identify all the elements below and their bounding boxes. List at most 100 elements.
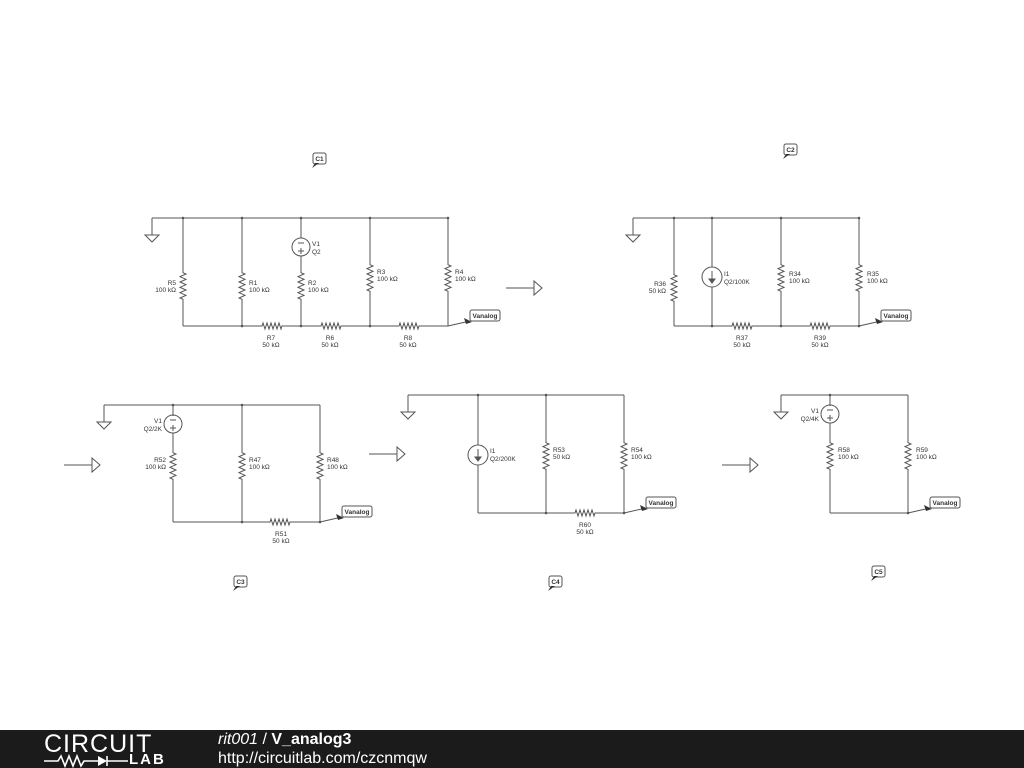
project-url[interactable]: http://circuitlab.com/czcnmqw (218, 750, 427, 767)
junction-dot (240, 520, 244, 524)
resistor-r39[interactable] (808, 321, 832, 331)
label-r52-name: R52 (154, 457, 166, 464)
label-r5-value: 100 kΩ (155, 287, 176, 294)
resistor-r2[interactable] (296, 270, 306, 302)
annotation-tag-c1[interactable]: C1 (312, 152, 327, 168)
annotation-label: C5 (874, 569, 883, 576)
label-v1-name: V1 (154, 418, 162, 425)
label-r2-value: 100 kΩ (308, 287, 329, 294)
resistor-r53[interactable] (541, 440, 551, 472)
junction-dot (710, 324, 714, 328)
resistor-r37[interactable] (730, 321, 754, 331)
label-r59-name: R59 (916, 447, 928, 454)
voltage-source-icon[interactable] (163, 414, 183, 434)
voltage-probe-vanalog[interactable]: Vanalog (319, 505, 373, 523)
label-v1-name: V1 (312, 241, 320, 248)
resistor-r8[interactable] (397, 321, 421, 331)
label-r60-value: 50 kΩ (576, 529, 593, 536)
junction-dot (171, 403, 175, 407)
voltage-probe-vanalog[interactable]: Vanalog (623, 496, 677, 514)
ground-icon[interactable] (95, 405, 113, 430)
resistor-r60[interactable] (573, 508, 597, 518)
junction-dot (446, 216, 450, 220)
resistor-r7[interactable] (260, 321, 284, 331)
resistor-r6[interactable] (319, 321, 343, 331)
label-r7-name: R7 (267, 335, 276, 342)
brand-logo-resistor-diode-icon (44, 754, 128, 768)
project-title: rit001 / V_analog3 (218, 730, 351, 749)
ground-icon[interactable] (399, 395, 417, 420)
resistor-r5[interactable] (178, 270, 188, 302)
resistor-r58[interactable] (825, 440, 835, 472)
resistor-r36[interactable] (669, 272, 679, 304)
resistor-r59[interactable] (903, 440, 913, 472)
label-r35-value: 100 kΩ (867, 278, 888, 285)
label-v1-value: Q2 (312, 249, 321, 256)
ground-icon[interactable] (624, 218, 642, 243)
resistor-r34[interactable] (776, 262, 786, 294)
label-v1-name: V1 (811, 408, 819, 415)
junction-dot (240, 216, 244, 220)
probe-label: Vanalog (933, 500, 958, 507)
resistor-r35[interactable] (854, 262, 864, 294)
label-r2-name: R2 (308, 280, 317, 287)
voltage-source-icon[interactable] (291, 237, 311, 257)
voltage-probe-vanalog[interactable]: Vanalog (858, 309, 912, 327)
resistor-r4[interactable] (443, 262, 453, 294)
annotation-tag-c3[interactable]: C3 (233, 575, 248, 591)
annotation-label: C3 (236, 579, 245, 586)
current-source-icon[interactable] (467, 444, 489, 466)
resistor-r48[interactable] (315, 450, 325, 482)
label-r58-value: 100 kΩ (838, 454, 859, 461)
junction-dot (779, 216, 783, 220)
resistor-r3[interactable] (365, 262, 375, 294)
annotation-tag-c2[interactable]: C2 (783, 143, 798, 159)
junction-dot (779, 324, 783, 328)
junction-dot (710, 216, 714, 220)
project-name-link[interactable]: V_analog3 (271, 731, 352, 748)
label-r6-value: 50 kΩ (321, 342, 338, 349)
brand-logo-lab: LAB (129, 751, 166, 768)
junction-dot (299, 324, 303, 328)
label-r8-name: R8 (404, 335, 413, 342)
label-i1-value: Q2/100K (724, 279, 750, 286)
resistor-r52[interactable] (168, 450, 178, 482)
transform-arrow-icon (369, 445, 406, 463)
label-r54-name: R54 (631, 447, 643, 454)
current-source-icon[interactable] (701, 266, 723, 288)
label-r52-value: 100 kΩ (145, 464, 166, 471)
voltage-probe-vanalog[interactable]: Vanalog (447, 309, 501, 327)
label-r8-value: 50 kΩ (399, 342, 416, 349)
probe-label: Vanalog (884, 313, 909, 320)
resistor-r47[interactable] (237, 450, 247, 482)
voltage-source-icon[interactable] (820, 404, 840, 424)
voltage-probe-vanalog[interactable]: Vanalog (907, 496, 961, 514)
junction-dot (240, 403, 244, 407)
resistor-r54[interactable] (619, 440, 629, 472)
ground-icon[interactable] (772, 395, 790, 420)
label-r4-value: 100 kΩ (455, 276, 476, 283)
junction-dot (544, 393, 548, 397)
ground-icon[interactable] (143, 218, 161, 243)
junction-dot (476, 393, 480, 397)
probe-label: Vanalog (473, 313, 498, 320)
resistor-r1[interactable] (237, 270, 247, 302)
label-r1-value: 100 kΩ (249, 287, 270, 294)
junction-dot (240, 324, 244, 328)
label-r60-name: R60 (579, 522, 591, 529)
label-r5-name: R5 (168, 280, 177, 287)
label-r3-name: R3 (377, 269, 386, 276)
label-r36-value: 50 kΩ (649, 288, 666, 295)
resistor-r51[interactable] (268, 517, 292, 527)
label-r34-value: 100 kΩ (789, 278, 810, 285)
label-i1-name: I1 (490, 448, 496, 455)
author-link[interactable]: rit001 (218, 731, 259, 748)
probe-label: Vanalog (649, 500, 674, 507)
junction-dot (368, 324, 372, 328)
label-r47-value: 100 kΩ (249, 464, 270, 471)
annotation-tag-c4[interactable]: C4 (548, 575, 563, 591)
annotation-tag-c5[interactable]: C5 (871, 565, 886, 581)
label-r3-value: 100 kΩ (377, 276, 398, 283)
junction-dot (828, 393, 832, 397)
